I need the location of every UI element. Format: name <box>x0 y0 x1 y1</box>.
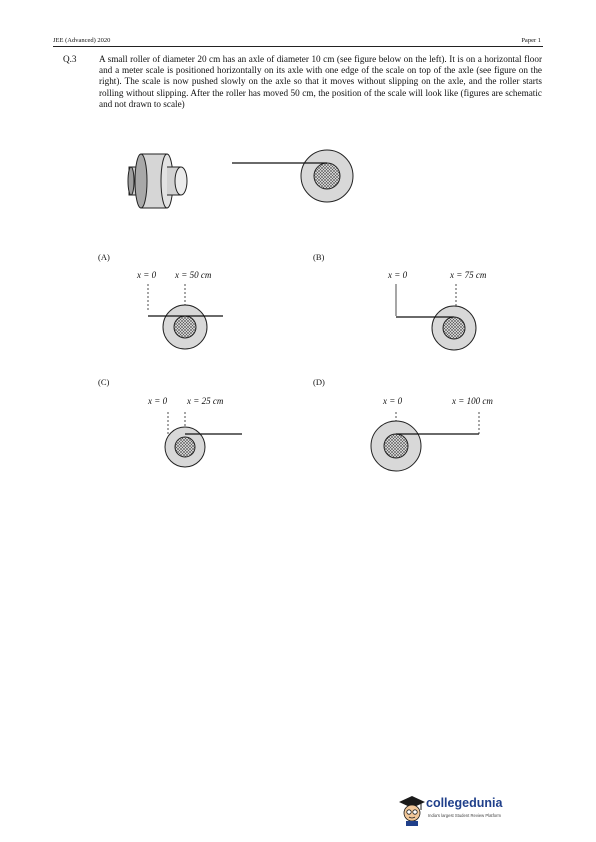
option-d-label: (D) <box>313 377 325 387</box>
question-text: A small roller of diameter 20 cm has an … <box>99 54 542 109</box>
brand-tagline: India's largest Student Review Platform <box>428 813 501 818</box>
option-c-figure <box>164 412 242 468</box>
option-c-x1-label: x = 25 cm <box>187 396 224 406</box>
option-b-label: (B) <box>313 252 325 262</box>
collegedunia-watermark: collegedunia India's largest Student Rev… <box>398 794 518 828</box>
option-d-figure <box>370 412 480 472</box>
option-d-x0-label: x = 0 <box>383 396 403 406</box>
option-a-label: (A) <box>98 252 110 262</box>
brand-name: collegedunia <box>426 796 503 810</box>
option-b-x0-label: x = 0 <box>388 270 408 280</box>
option-a-x0-label: x = 0 <box>137 270 157 280</box>
option-a-x1-label: x = 50 cm <box>175 270 212 280</box>
roller-3d-figure <box>127 153 188 209</box>
roller-side-view-figure <box>232 149 354 203</box>
question-number: Q.3 <box>63 54 77 64</box>
graduate-mascot-icon <box>399 796 425 826</box>
option-c-label: (C) <box>98 377 110 387</box>
option-d-x1-label: x = 100 cm <box>452 396 493 406</box>
option-a-figure <box>147 284 223 350</box>
exam-title: JEE (Advanced) 2020 <box>53 37 111 44</box>
option-c-x0-label: x = 0 <box>148 396 168 406</box>
option-b-figure <box>395 284 477 351</box>
paper-label: Paper 1 <box>521 37 541 44</box>
option-b-x1-label: x = 75 cm <box>450 270 487 280</box>
header-rule <box>53 46 543 47</box>
